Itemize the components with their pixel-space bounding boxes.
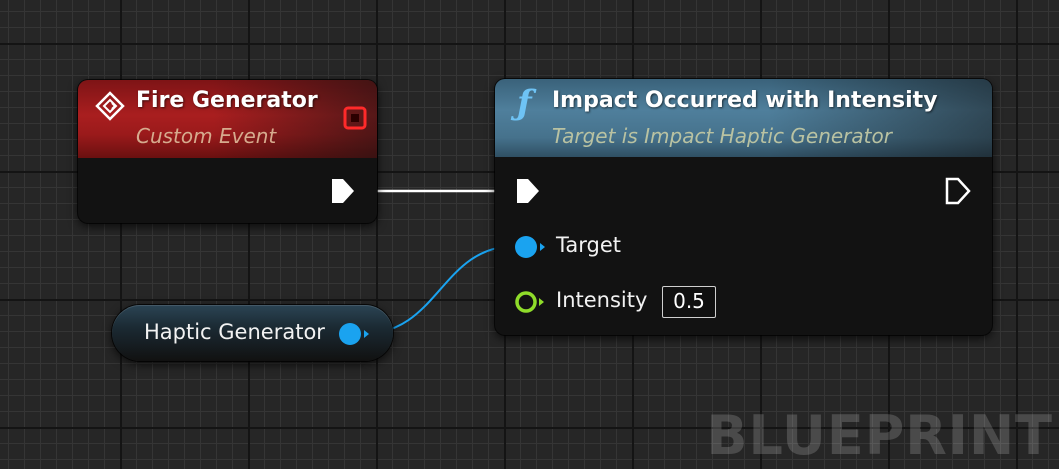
event-diamond-icon	[95, 91, 125, 121]
variable-label: Haptic Generator	[144, 320, 325, 344]
exec-pin-icon[interactable]	[329, 177, 357, 205]
intensity-pin-label: Intensity	[556, 288, 648, 312]
fire-generator-node[interactable]: Fire Generator Custom Event	[78, 80, 377, 223]
haptic-generator-variable-node[interactable]: Haptic Generator	[112, 305, 393, 361]
object-pin-icon[interactable]	[338, 321, 372, 347]
node-subtitle: Target is Impact Haptic Generator	[552, 124, 892, 148]
blueprint-watermark: BLUEPRINT	[706, 404, 1053, 467]
node-subtitle: Custom Event	[136, 124, 277, 148]
node-title: Impact Occurred with Intensity	[552, 88, 938, 113]
target-pin-label: Target	[556, 233, 621, 257]
node-title: Fire Generator	[136, 88, 318, 113]
object-pin-icon[interactable]	[514, 234, 548, 260]
exec-out-pin-icon[interactable]	[944, 177, 972, 205]
delegate-pin-icon[interactable]	[343, 106, 367, 130]
intensity-value-input[interactable]: 0.5	[662, 286, 716, 318]
impact-occurred-node[interactable]: ƒ Impact Occurred with Intensity Target …	[495, 79, 992, 335]
fire-generator-header[interactable]: Fire Generator Custom Event	[78, 80, 377, 158]
exec-in-pin-icon[interactable]	[514, 177, 542, 205]
float-pin-icon[interactable]	[514, 289, 548, 315]
function-icon: ƒ	[517, 83, 532, 123]
impact-occurred-header[interactable]: ƒ Impact Occurred with Intensity Target …	[495, 79, 992, 157]
